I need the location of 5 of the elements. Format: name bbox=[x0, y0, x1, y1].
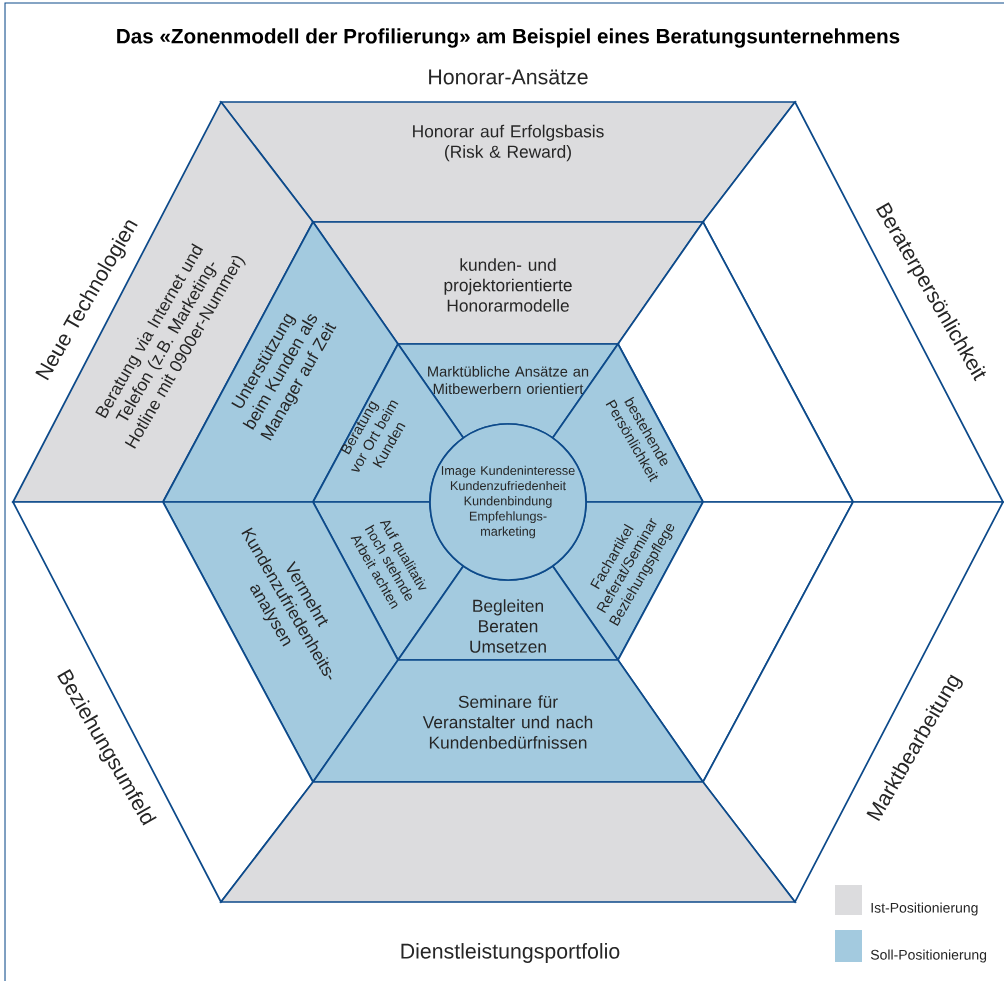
zone-heading: Dienstleistungsportfolio bbox=[401, 943, 620, 963]
title: Das «Zonenmodell der Profilierung» am Beispiel eines Beratungsunternehmens bbox=[117, 28, 900, 48]
legend-label: Ist-Positionierung bbox=[871, 902, 978, 916]
zone-segment bbox=[701, 501, 1004, 904]
legend-label: Soll-Positionierung bbox=[870, 949, 987, 963]
